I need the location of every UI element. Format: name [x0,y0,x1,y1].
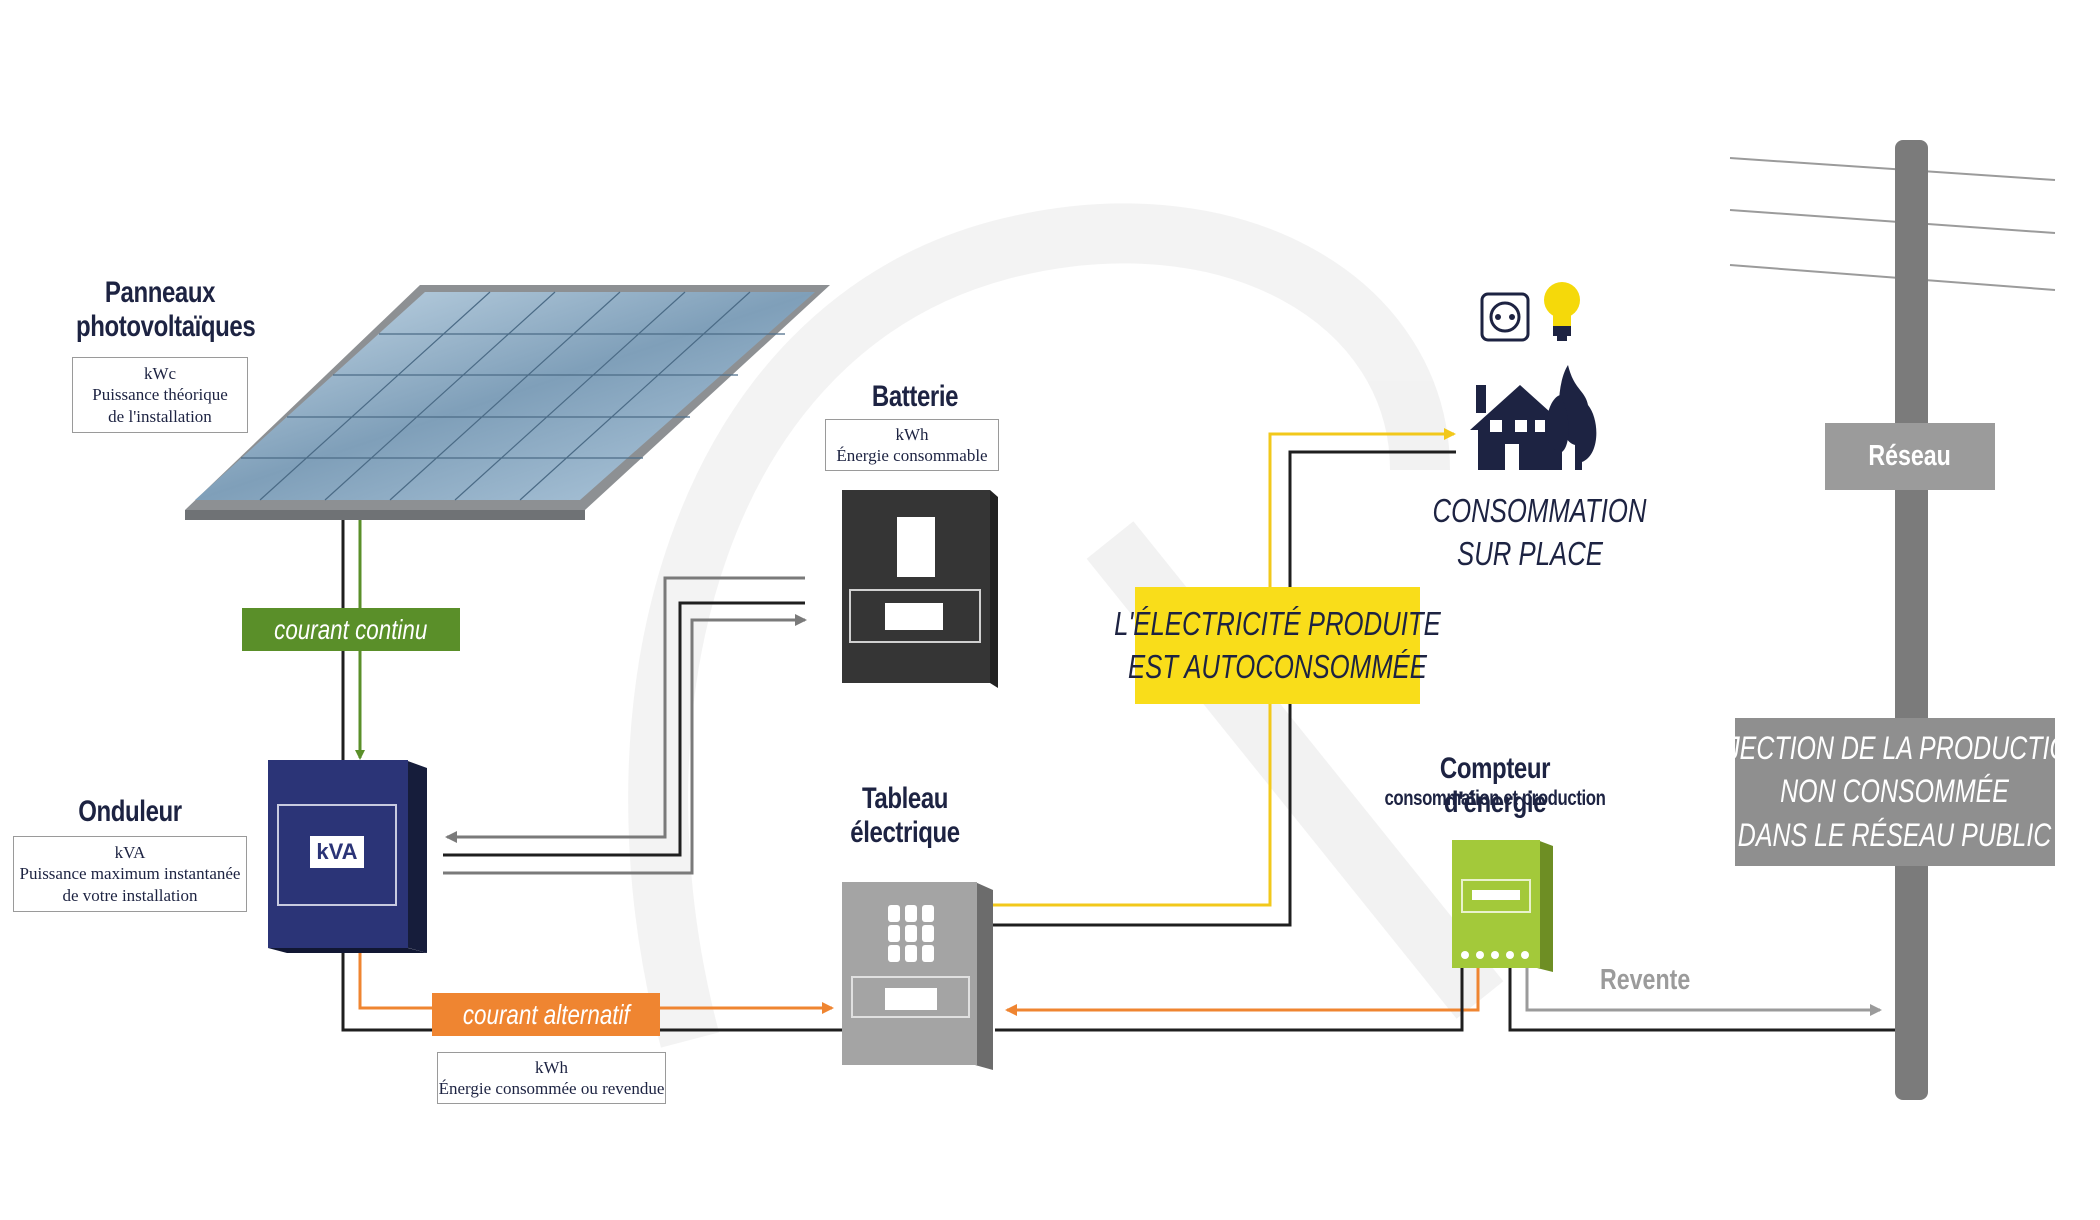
panels-title: Panneaux photovoltaïques [76,276,256,343]
injection-line2: NON CONSOMMÉE [1780,773,2010,810]
panels-title-line1: Panneaux [104,276,216,309]
inverter-info-box: kVA Puissance maximum instantanée de vot… [13,836,247,912]
ac-current-tag: courant alternatif [432,993,660,1036]
utility-pole-icon [1729,140,2056,1100]
grid-label-box: Réseau [1825,423,1995,490]
meter-title: Compteur d'énergie [1439,752,1551,819]
battery-icon [842,490,998,688]
grid-label: Réseau [1868,440,1952,472]
injection-line1: INJECTION DE LA PRODUCTION [1702,730,2088,767]
ac-info-box: kWh Énergie consommée ou revendue [437,1052,666,1104]
panel-board-title: Tableau électrique [845,782,965,849]
inverter-desc-line1: Puissance maximum instantanée [19,864,241,884]
panels-title-line2: photovoltaïques [76,309,256,343]
ac-current-label: courant alternatif [462,998,630,1030]
panel-board-title-line1: Tableau [861,782,949,815]
onsite-consumption: CONSOMMATION SUR PLACE [1405,490,1655,576]
battery-title: Batterie [871,380,959,413]
self-consumed-line2: EST AUTOCONSOMMÉE [1128,647,1427,685]
power-outlet-icon [1480,292,1530,342]
inverter-screen: kVA [310,836,364,868]
injection-line3: DANS LE RÉSEAU PUBLIC [1738,816,2052,853]
light-bulb-icon [1544,282,1580,341]
onsite-line2: SUR PLACE [1457,534,1603,572]
meter-subtitle: consommation et production [1384,787,1606,810]
dc-current-tag: courant continu [242,608,460,651]
electrical-panel-icon [842,882,993,1070]
battery-info-box: kWh Énergie consommable [825,419,999,471]
inverter-screen-label: kVA [316,839,358,864]
self-consumed-line1: L'ÉLECTRICITÉ PRODUITE [1114,604,1441,642]
inverter-title: Onduleur [78,795,182,828]
battery-unit: kWh [895,424,929,444]
solar-panel-icon [185,285,830,520]
resale-label: Revente [1600,964,1691,996]
dc-current-label: courant continu [274,613,428,645]
panels-info-box: kWc Puissance théorique de l'installatio… [72,357,248,433]
battery-desc: Énergie consommable [836,446,988,465]
onsite-line1: CONSOMMATION [1432,492,1647,529]
ac-desc: Énergie consommée ou revendue [438,1079,665,1098]
panels-desc-line2: de l'installation [108,406,212,426]
panels-unit: kWc [143,364,177,384]
house-icon [1470,365,1597,470]
self-consumed-box: L'ÉLECTRICITÉ PRODUITE EST AUTOCONSOMMÉE [1114,587,1441,704]
energy-meter-icon [1452,840,1553,972]
panel-board-title-line2: électrique [850,815,960,849]
inverter-unit: kVA [114,843,146,863]
panels-desc-line1: Puissance théorique [92,385,228,405]
ac-unit: kWh [534,1057,569,1077]
grid-injection-box: INJECTION DE LA PRODUCTION NON CONSOMMÉE… [1703,718,2087,866]
inverter-desc-line2: de votre installation [62,885,198,905]
